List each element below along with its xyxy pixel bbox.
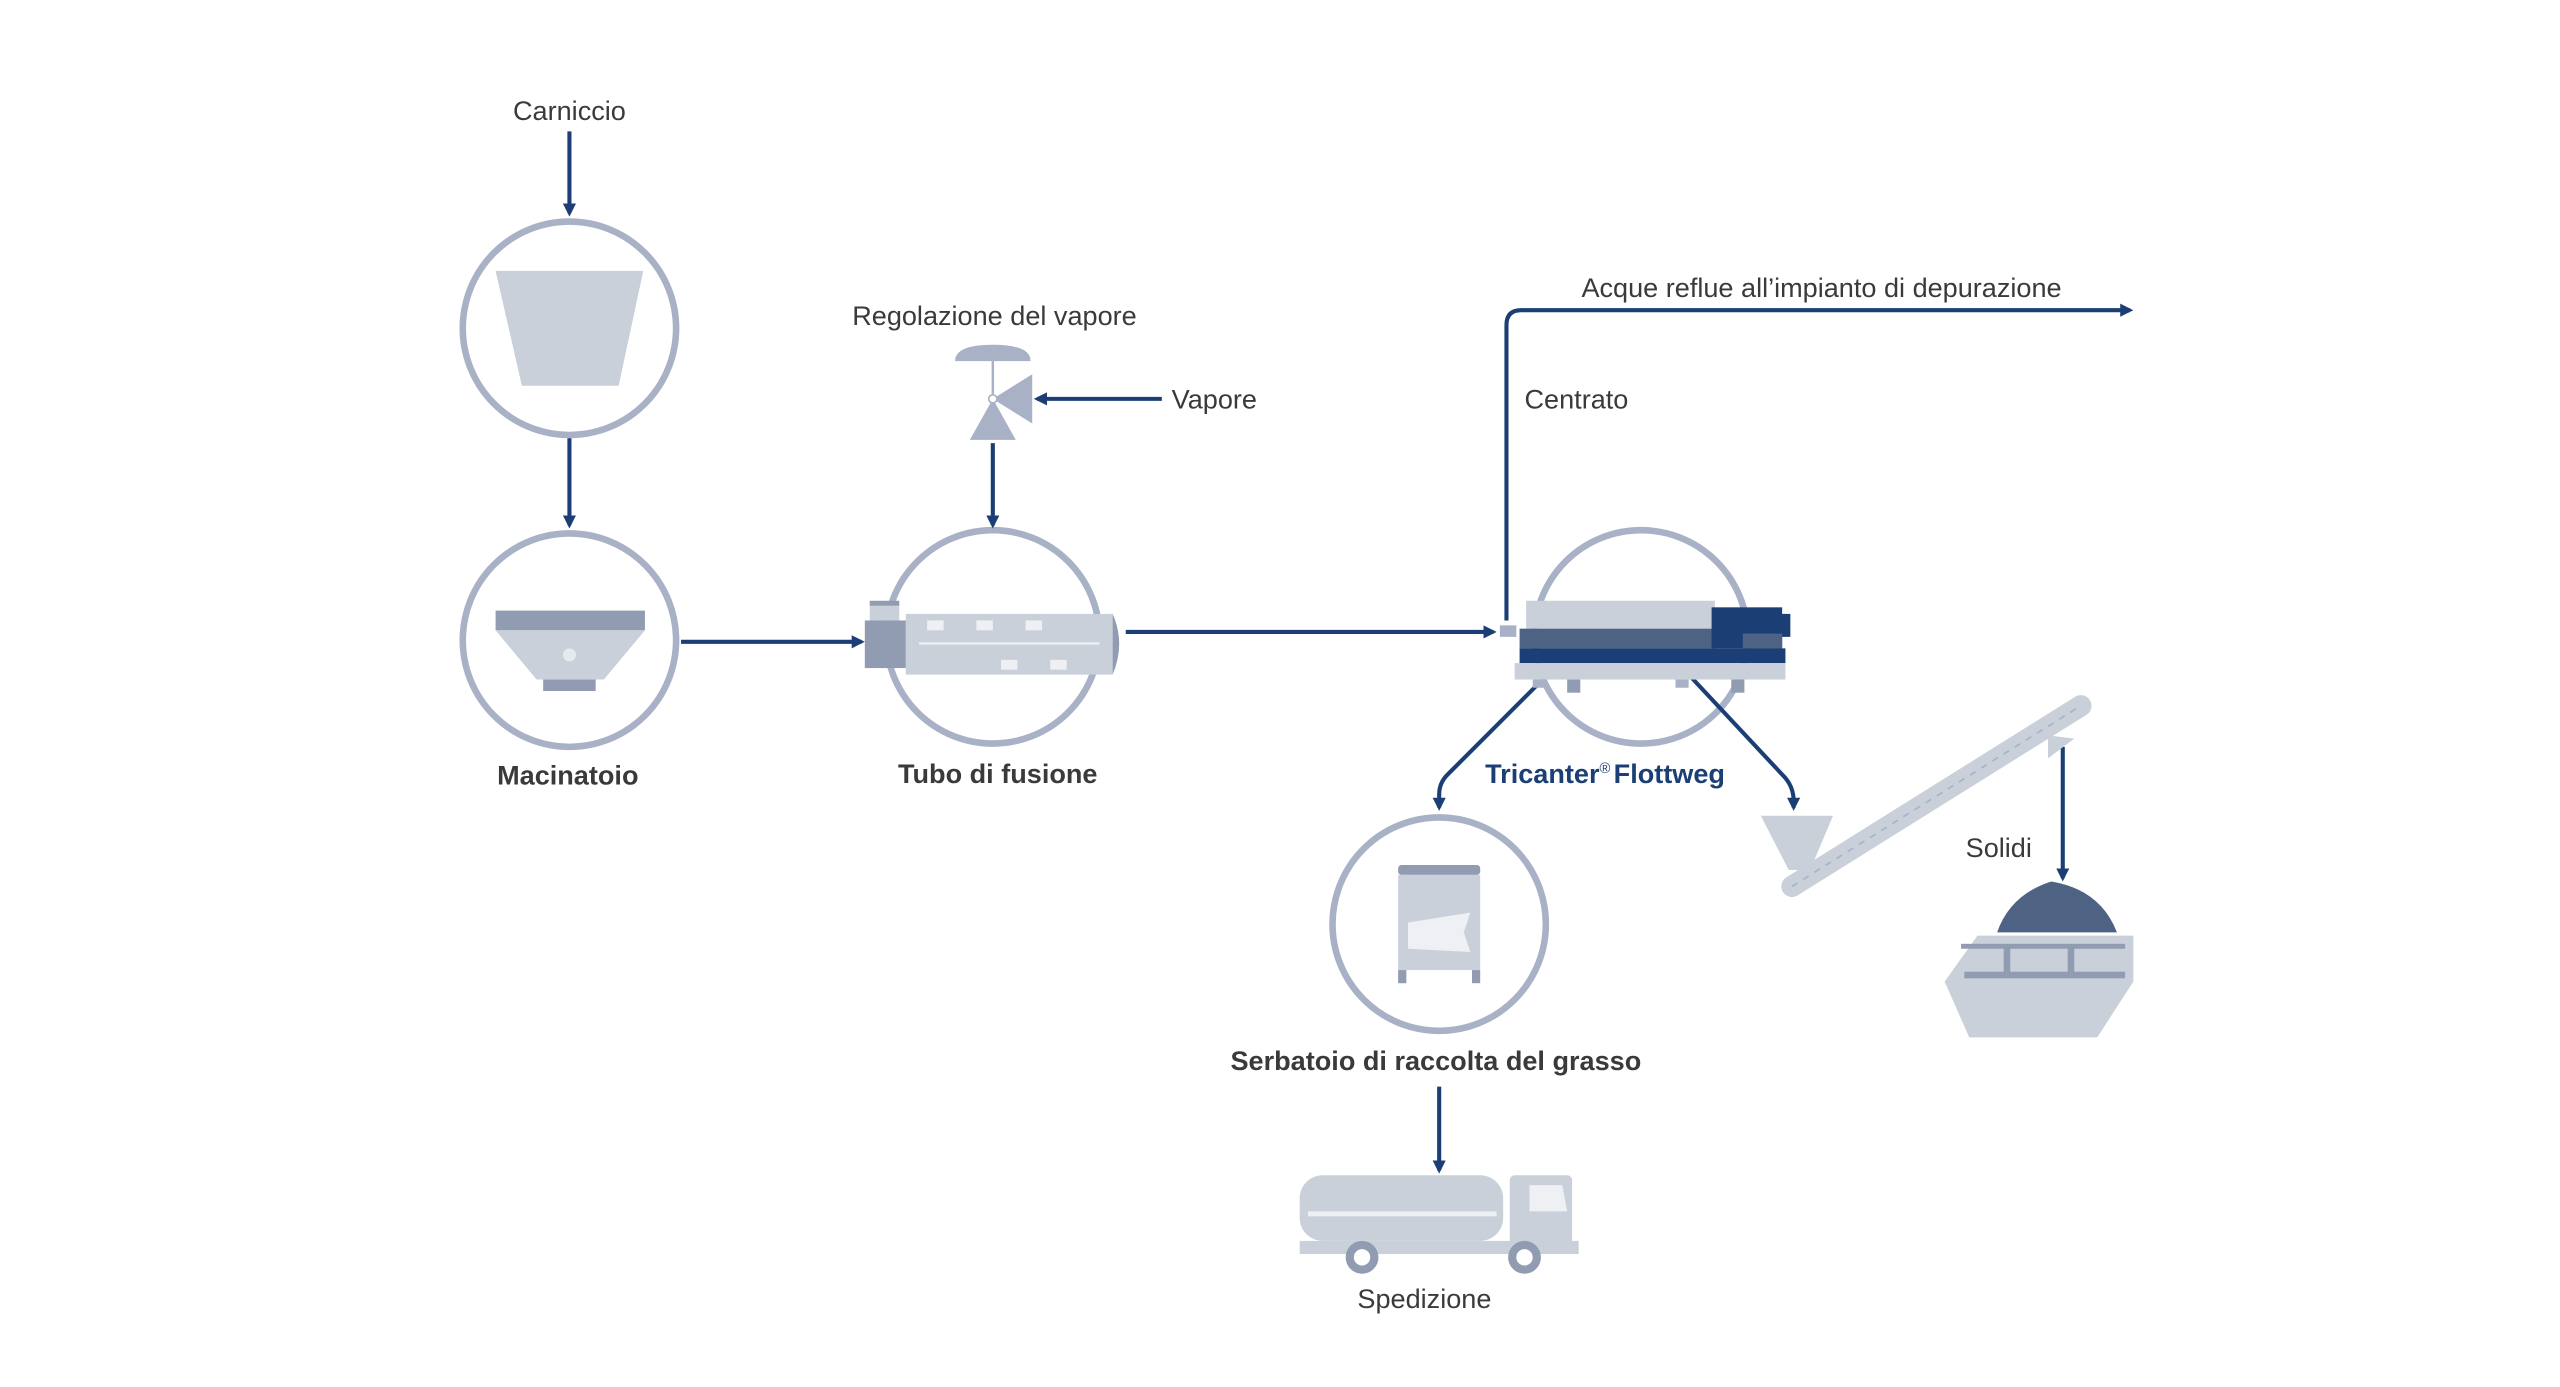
tanker-truck-icon	[1299, 1175, 1579, 1274]
label-carniccio: Carniccio	[513, 95, 626, 126]
label-tubo: Tubo di fusione	[898, 758, 1098, 789]
arrow-centrate	[1504, 303, 2134, 621]
melting-tube-icon	[864, 600, 1120, 675]
feed-hopper-icon	[495, 270, 644, 386]
ring-grinder	[459, 530, 680, 751]
label-centrato: Centrato	[1525, 384, 1629, 415]
solids-skip-icon	[1944, 881, 2134, 1038]
label-tricanter: Tricanter®Flottweg	[1485, 758, 1725, 789]
screw-conveyor-icon	[1760, 695, 2092, 898]
ring-feed-hopper	[459, 218, 680, 439]
arrow-to-tank	[1432, 674, 1548, 811]
fat-tank-icon	[1398, 865, 1481, 984]
arrow-to-conveyor	[1688, 674, 1801, 811]
ring-fat-tank	[1329, 814, 1550, 1035]
flow-arrows	[562, 131, 2134, 1174]
tricanter-centrifuge-icon	[1499, 600, 1791, 693]
label-serbatoio: Serbatoio di raccolta del grasso	[1231, 1045, 1642, 1076]
label-acque: Acque reflue all’impianto di depurazione	[1581, 272, 2061, 303]
label-vapore: Vapore	[1172, 384, 1257, 415]
steam-valve-icon	[955, 344, 1033, 440]
label-spedizione: Spedizione	[1357, 1283, 1491, 1314]
label-macinatoio: Macinatoio	[497, 760, 638, 791]
label-solidi: Solidi	[1966, 832, 2032, 863]
grinder-icon	[495, 610, 645, 692]
label-regolazione: Regolazione del vapore	[852, 300, 1136, 331]
